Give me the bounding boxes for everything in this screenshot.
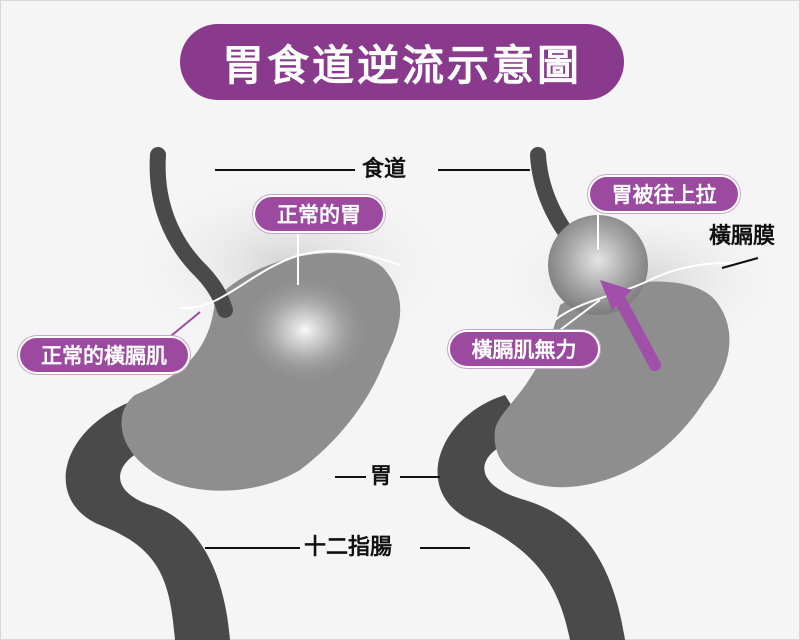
stomach-pulled-up-tag: 胃被往上拉: [588, 175, 740, 213]
left-diaphragm-line: [179, 249, 401, 310]
pull-up-arrow: [600, 280, 661, 371]
duodenum-label: 十二指腸: [300, 533, 397, 563]
center-leader-lines: [205, 169, 530, 549]
stomach-label: 胃: [366, 462, 397, 492]
right-muscle-pointer: [559, 299, 601, 331]
normal-stomach-tag: 正常的胃: [253, 195, 385, 233]
left-esophagus: [149, 147, 233, 318]
diaphragm-pointer: [721, 257, 759, 269]
right-reflux-anatomy: [437, 147, 790, 640]
right-diaphragm-line: [554, 262, 746, 321]
title-banner: 胃食道逆流示意圖: [180, 24, 624, 100]
page-title: 胃食道逆流示意圖: [221, 40, 582, 90]
normal-diaphragm-muscle-tag: 正常的橫膈肌: [18, 336, 190, 374]
left-duodenum: [65, 395, 231, 640]
left-stomach-highlight: [240, 275, 370, 385]
diaphragm-label: 橫膈膜: [709, 224, 776, 249]
esophagus-label: 食道: [358, 155, 411, 185]
right-duodenum: [437, 395, 625, 640]
weak-diaphragm-muscle-tag: 橫膈肌無力: [448, 330, 600, 368]
